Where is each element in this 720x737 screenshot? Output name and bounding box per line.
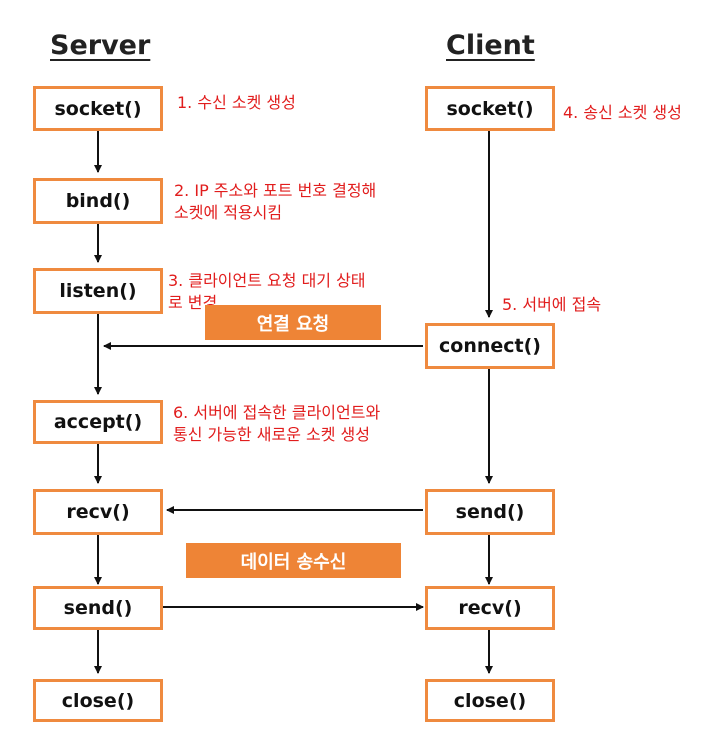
note-2-line2: 소켓에 적용시킴 bbox=[174, 203, 283, 222]
note-2-line1: 2. IP 주소와 포트 번호 결정해 bbox=[174, 181, 377, 200]
note-4: 4. 송신 소켓 생성 bbox=[563, 103, 682, 122]
server-header: Server bbox=[50, 30, 151, 61]
note-3-line1: 3. 클라이언트 요청 대기 상태 bbox=[168, 271, 366, 290]
server-recv-box: recv() bbox=[33, 489, 163, 535]
connect-request-banner: 연결 요청 bbox=[205, 305, 381, 340]
server-listen-box: listen() bbox=[33, 268, 163, 314]
server-send-box: send() bbox=[33, 586, 163, 630]
client-send-box: send() bbox=[425, 489, 555, 535]
data-exchange-banner: 데이터 송수신 bbox=[186, 543, 401, 578]
client-socket-box: socket() bbox=[425, 86, 555, 131]
client-connect-box: connect() bbox=[425, 323, 555, 369]
client-header: Client bbox=[446, 30, 535, 61]
client-recv-box: recv() bbox=[425, 586, 555, 630]
server-bind-box: bind() bbox=[33, 178, 163, 224]
note-3-line2: 로 변경 bbox=[168, 293, 218, 312]
server-close-box: close() bbox=[33, 679, 163, 722]
note-1: 1. 수신 소켓 생성 bbox=[177, 93, 296, 112]
note-5: 5. 서버에 접속 bbox=[502, 295, 602, 314]
note-6-line2: 통신 가능한 새로운 소켓 생성 bbox=[173, 425, 370, 444]
note-6-line1: 6. 서버에 접속한 클라이언트와 bbox=[173, 403, 381, 422]
server-socket-box: socket() bbox=[33, 86, 163, 131]
client-close-box: close() bbox=[425, 679, 555, 722]
server-accept-box: accept() bbox=[33, 400, 163, 444]
